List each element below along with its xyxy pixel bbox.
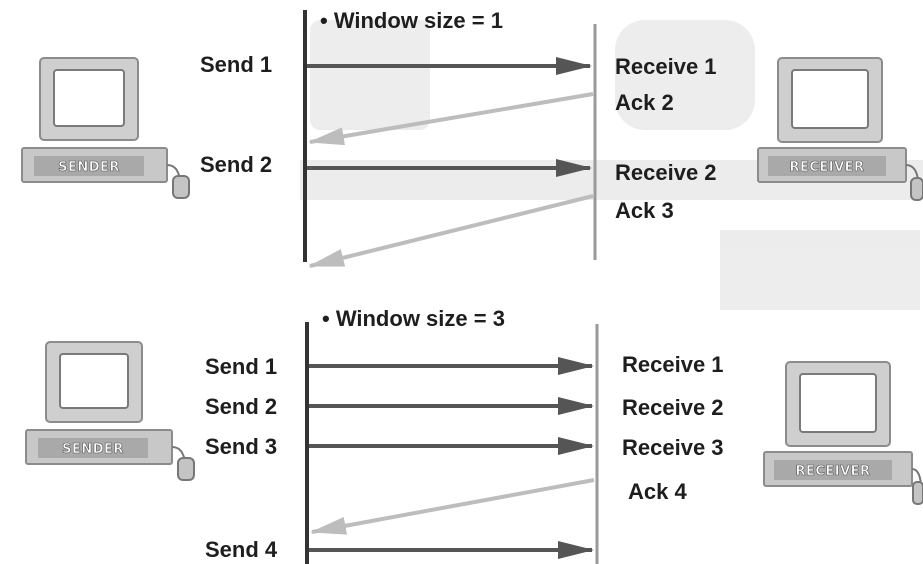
w3-ack-4-label: Ack 4 xyxy=(628,479,687,504)
receiver-computer-icon-1: RECEIVER xyxy=(757,57,923,201)
w3-receive-1-label: Receive 1 xyxy=(622,352,724,377)
w3-send-4-label: Send 4 xyxy=(205,537,278,562)
w3-send-1-label: Send 1 xyxy=(205,354,277,379)
receiver-computer-icon-3: RECEIVER xyxy=(763,361,923,505)
sender-computer-icon-3: SENDER xyxy=(25,341,195,481)
sender-label-3: SENDER xyxy=(62,442,124,457)
receive-1-label: Receive 1 xyxy=(615,54,717,79)
ack-2-label: Ack 2 xyxy=(615,90,674,115)
w3-receive-3-label: Receive 3 xyxy=(622,435,724,460)
w3-send-3-label: Send 3 xyxy=(205,434,277,459)
w3-receive-2-label: Receive 2 xyxy=(622,395,724,420)
window-size-1-section: • Window size = 1 SENDER RECEIVER Send 1… xyxy=(21,8,923,268)
receive-2-label: Receive 2 xyxy=(615,160,717,185)
ack-3-arrow xyxy=(308,194,594,268)
window-size-3-section: • Window size = 3 SENDER RECEIVER Send 1… xyxy=(25,306,923,564)
w3-ack-4-arrow xyxy=(310,478,595,535)
send-1-label: Send 1 xyxy=(200,52,272,77)
window-size-1-title: • Window size = 1 xyxy=(320,8,503,33)
sender-label-1: SENDER xyxy=(58,160,120,175)
window-size-3-title: • Window size = 3 xyxy=(322,306,505,331)
ack-3-label: Ack 3 xyxy=(615,198,674,223)
send-2-label: Send 2 xyxy=(200,152,272,177)
sender-computer-icon-1: SENDER xyxy=(21,57,190,199)
w3-send-2-label: Send 2 xyxy=(205,394,277,419)
receiver-label-3: RECEIVER xyxy=(795,464,870,479)
ack-2-arrow xyxy=(308,92,594,146)
receiver-label-1: RECEIVER xyxy=(789,160,864,175)
